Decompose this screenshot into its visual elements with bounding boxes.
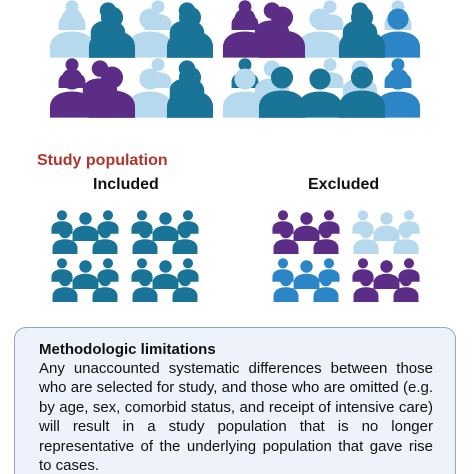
person-icon xyxy=(258,66,306,118)
person-icon xyxy=(375,8,421,58)
person-icon xyxy=(172,226,198,255)
person-icon xyxy=(293,212,319,242)
person-icon xyxy=(222,68,268,118)
person-icon xyxy=(49,8,95,58)
person-icon xyxy=(172,274,198,303)
study-population-title: Study population xyxy=(37,152,168,169)
limitations-box: Methodologic limitations Any unaccounted… xyxy=(14,327,456,474)
person-icon xyxy=(373,212,399,242)
person-icon xyxy=(92,274,118,303)
person-icon xyxy=(72,260,98,290)
person-icon xyxy=(52,274,78,303)
person-icon xyxy=(293,260,319,290)
person-icon xyxy=(297,68,343,118)
person-icon xyxy=(313,226,339,255)
person-icon xyxy=(132,274,158,303)
person-icon xyxy=(353,226,379,255)
person-icon xyxy=(92,226,118,255)
limitations-text: Any unaccounted systematic differences b… xyxy=(39,360,433,474)
limitations-title: Methodologic limitations xyxy=(39,341,216,358)
person-icon xyxy=(393,274,419,303)
person-icon xyxy=(338,6,386,58)
person-icon xyxy=(88,66,136,118)
person-icon xyxy=(375,68,421,118)
person-icon xyxy=(132,226,158,255)
person-icon xyxy=(166,66,214,118)
person-icon xyxy=(353,274,379,303)
person-icon xyxy=(152,212,178,242)
person-icon xyxy=(52,226,78,255)
person-icon xyxy=(49,68,95,118)
person-icon xyxy=(373,260,399,290)
person-icon xyxy=(127,68,173,118)
person-icon xyxy=(152,260,178,290)
person-icon xyxy=(88,6,136,58)
person-icon xyxy=(127,8,173,58)
person-icon xyxy=(338,66,386,118)
excluded-label: Excluded xyxy=(308,176,380,193)
person-icon xyxy=(297,8,343,58)
person-icon xyxy=(222,8,268,58)
person-icon xyxy=(258,6,306,58)
person-icon xyxy=(273,274,299,303)
person-icon xyxy=(72,212,98,242)
person-icon xyxy=(273,226,299,255)
person-icon xyxy=(166,6,214,58)
person-icon xyxy=(393,226,419,255)
person-icon xyxy=(313,274,339,303)
included-label: Included xyxy=(93,176,159,193)
